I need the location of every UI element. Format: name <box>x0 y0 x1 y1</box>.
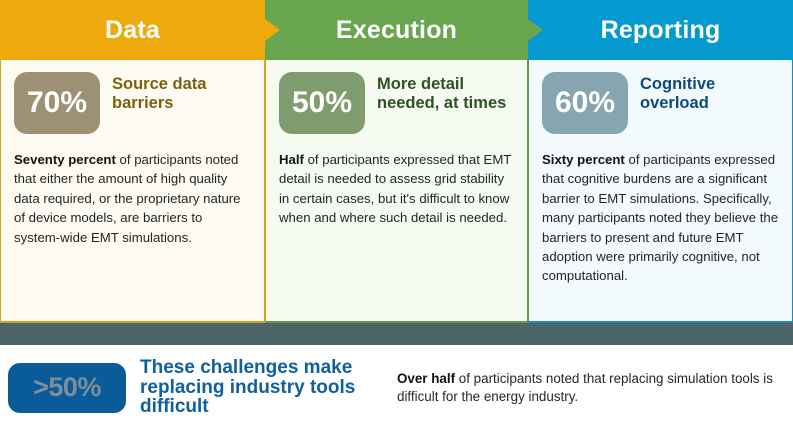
stat-percent-badge: 50% <box>279 72 365 134</box>
stage-banner-title: Reporting <box>600 15 721 44</box>
chevron-right-icon <box>265 19 280 41</box>
stage-paragraph: Sixty percent of participants expressed … <box>542 150 779 286</box>
summary-heading: These challenges make replacing industry… <box>140 357 356 418</box>
stage-paragraph: Half of participants expressed that EMT … <box>279 150 514 228</box>
summary-paragraph: Over half of participants noted that rep… <box>397 370 781 404</box>
stage-banner-title: Execution <box>335 15 458 44</box>
stage-banner-data: Data <box>0 0 265 60</box>
paragraph-lead: Sixty percent <box>542 152 625 167</box>
summary-band: >50% These challenges make replacing ind… <box>0 323 793 430</box>
stage-banner-title: Data <box>105 15 160 44</box>
stat-percent-badge: 70% <box>14 72 100 134</box>
stage-panel-reporting: 60% Cognitive overload Sixty percent of … <box>528 60 793 323</box>
stage-panel-data: 70% Source data barriers Seventy percent… <box>0 60 265 323</box>
paragraph-rest: of participants expressed that cognitive… <box>542 152 779 284</box>
stage-column-data: Data 70% Source data barriers Seventy pe… <box>0 0 265 323</box>
paragraph-rest: of participants noted that either the am… <box>14 152 241 245</box>
summary-percent-badge: >50% <box>8 362 126 413</box>
summary-card: >50% These challenges make replacing ind… <box>0 345 793 430</box>
stat-row: 50% More detail needed, at times <box>279 72 514 134</box>
stat-percent-badge: 60% <box>542 72 628 134</box>
stat-row: 70% Source data barriers <box>14 72 251 134</box>
stat-row: 60% Cognitive overload <box>542 72 779 134</box>
stage-columns: Data 70% Source data barriers Seventy pe… <box>0 0 793 323</box>
paragraph-lead: Half <box>279 152 304 167</box>
stage-column-execution: Execution 50% More detail needed, at tim… <box>265 0 528 323</box>
stage-column-reporting: Reporting 60% Cognitive overload Sixty p… <box>528 0 793 323</box>
paragraph-lead: Over half <box>397 371 456 387</box>
stage-panel-execution: 50% More detail needed, at times Half of… <box>265 60 528 323</box>
stage-banner-reporting: Reporting <box>528 0 793 60</box>
stage-banner-execution: Execution <box>265 0 528 60</box>
stat-label: Cognitive overload <box>640 75 716 113</box>
stat-label: Source data barriers <box>112 75 207 113</box>
paragraph-rest: of participants expressed that EMT detai… <box>279 152 512 226</box>
stat-label: More detail needed, at times <box>377 75 507 113</box>
paragraph-lead: Seventy percent <box>14 152 116 167</box>
chevron-right-icon <box>528 19 543 41</box>
paragraph-rest: of participants noted that replacing sim… <box>397 371 773 404</box>
stage-paragraph: Seventy percent of participants noted th… <box>14 150 251 247</box>
summary-content: >50% These challenges make replacing ind… <box>0 357 793 418</box>
